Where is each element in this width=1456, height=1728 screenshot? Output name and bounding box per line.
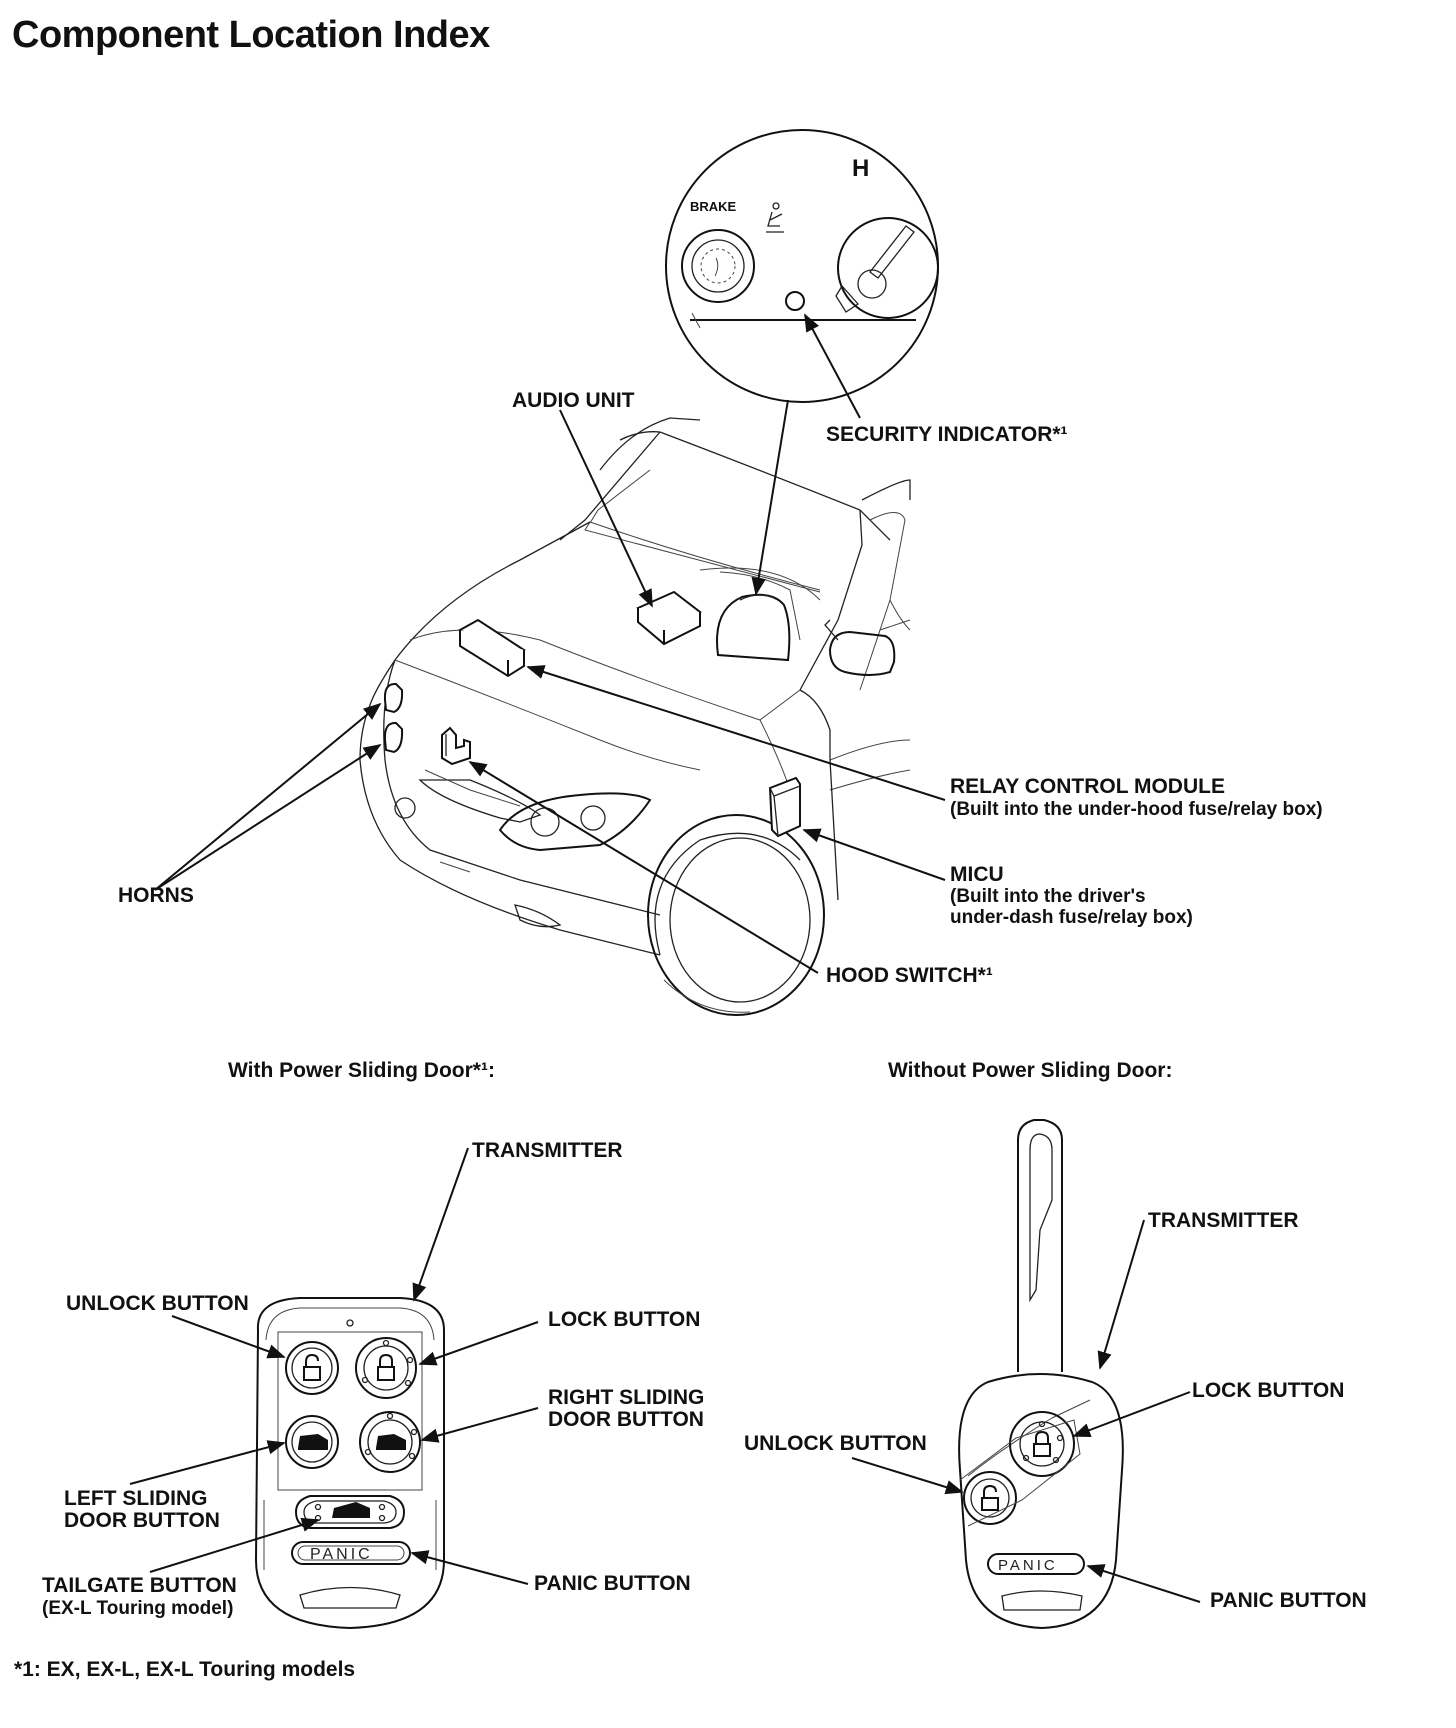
seatbelt-warning-icon bbox=[766, 202, 784, 233]
unlock-button-psd[interactable] bbox=[285, 1341, 339, 1395]
brake-label: BRAKE bbox=[690, 199, 737, 214]
unlock-key-icon bbox=[981, 1484, 999, 1511]
right-sliding-door-label-2: DOOR BUTTON bbox=[548, 1408, 704, 1431]
left-sliding-door-label-2: DOOR BUTTON bbox=[64, 1509, 220, 1532]
micu-note-line1: (Built into the driver's bbox=[950, 886, 1146, 907]
lock-icon bbox=[377, 1353, 395, 1381]
transmitter-psd-label: TRANSMITTER bbox=[472, 1139, 623, 1162]
panic-key-label: PANIC BUTTON bbox=[1210, 1589, 1367, 1612]
horn-arrow-upper bbox=[154, 702, 382, 891]
tailgate-button[interactable] bbox=[294, 1495, 406, 1529]
right-sliding-door-label-1: RIGHT SLIDING bbox=[548, 1386, 704, 1409]
micu-label: MICU bbox=[950, 863, 1004, 886]
unlock-key-label: UNLOCK BUTTON bbox=[744, 1432, 927, 1455]
hood-switch-arrow bbox=[468, 761, 819, 974]
unlock-button-key[interactable] bbox=[963, 1471, 1017, 1525]
tailgate-arrow bbox=[149, 1517, 320, 1573]
security-indicator-arrow bbox=[804, 313, 861, 419]
lock-button-key[interactable] bbox=[1009, 1411, 1075, 1477]
instrument-cluster-hood bbox=[716, 593, 791, 662]
transmitter-with-power-sliding-door: PANIC bbox=[254, 1297, 445, 1630]
van-left-icon bbox=[298, 1434, 328, 1450]
right-sliding-door-button[interactable] bbox=[359, 1411, 421, 1473]
left-sliding-door-label-1: LEFT SLIDING bbox=[64, 1487, 208, 1510]
panic-button-key[interactable]: PANIC bbox=[987, 1553, 1085, 1575]
audio-unit-arrow bbox=[559, 409, 653, 608]
lock-psd-arrow bbox=[418, 1321, 539, 1366]
audio-unit-label: AUDIO UNIT bbox=[512, 389, 635, 412]
transmitter-key: PANIC bbox=[958, 1119, 1124, 1630]
unlock-psd-arrow bbox=[171, 1315, 286, 1359]
horns-label: HORNS bbox=[118, 884, 194, 907]
unlock-icon bbox=[303, 1353, 321, 1381]
panic-text-key: PANIC bbox=[998, 1557, 1058, 1574]
h-letter: H bbox=[852, 155, 869, 182]
side-mirror bbox=[824, 619, 896, 676]
panic-button-psd[interactable]: PANIC bbox=[291, 1541, 411, 1565]
transmitter-psd-arrow bbox=[412, 1147, 469, 1302]
relay-control-module-label: RELAY CONTROL MODULE bbox=[950, 775, 1225, 798]
without-power-sliding-door-heading: Without Power Sliding Door: bbox=[888, 1059, 1172, 1082]
right-gauge-dial bbox=[835, 217, 939, 319]
left-sliding-door-arrow bbox=[129, 1440, 286, 1485]
gauge-cluster-inset: BRAKE H bbox=[665, 129, 939, 403]
panic-psd-label: PANIC BUTTON bbox=[534, 1572, 691, 1595]
micu-arrow bbox=[802, 828, 946, 881]
hood-switch-part bbox=[441, 726, 471, 766]
horn-arrow-lower bbox=[154, 744, 382, 891]
tailgate-icon bbox=[332, 1502, 370, 1518]
hood-switch-label: HOOD SWITCH*¹ bbox=[826, 964, 993, 987]
lock-key-arrow bbox=[1072, 1391, 1191, 1437]
relay-control-module-box bbox=[458, 618, 526, 678]
unlock-psd-label: UNLOCK BUTTON bbox=[66, 1292, 249, 1315]
cluster-arrow bbox=[751, 399, 789, 596]
lock-psd-label: LOCK BUTTON bbox=[548, 1308, 700, 1331]
front-wheel bbox=[647, 814, 825, 1016]
lock-key-icon bbox=[1033, 1430, 1051, 1457]
panic-psd-arrow bbox=[410, 1550, 529, 1585]
lock-key-label: LOCK BUTTON bbox=[1192, 1379, 1344, 1402]
relay-control-module-note: (Built into the under-hood fuse/relay bo… bbox=[950, 799, 1323, 820]
audio-unit-box bbox=[636, 590, 702, 646]
left-sliding-door-button[interactable] bbox=[285, 1415, 339, 1469]
security-indicator-label: SECURITY INDICATOR*¹ bbox=[826, 423, 1068, 446]
van-right-icon bbox=[376, 1434, 406, 1450]
tailgate-note: (EX-L Touring model) bbox=[42, 1598, 233, 1619]
unlock-key-arrow bbox=[851, 1457, 964, 1495]
horn-components bbox=[383, 682, 404, 754]
panic-text-psd: PANIC bbox=[310, 1546, 373, 1563]
footnote: *1: EX, EX-L, EX-L Touring models bbox=[14, 1658, 355, 1681]
relay-control-module-arrow bbox=[526, 665, 946, 801]
vehicle-front-illustration bbox=[359, 417, 911, 1016]
transmitter-key-arrow bbox=[1097, 1219, 1145, 1370]
security-indicator-lamp bbox=[785, 291, 805, 311]
panic-key-arrow bbox=[1086, 1564, 1201, 1603]
page-title: Component Location Index bbox=[12, 14, 490, 56]
transmitter-key-label: TRANSMITTER bbox=[1148, 1209, 1299, 1232]
front-grille bbox=[394, 769, 542, 823]
lock-button-psd[interactable] bbox=[355, 1337, 417, 1399]
micu-note-line2: under-dash fuse/relay box) bbox=[950, 907, 1193, 928]
left-gauge-dial bbox=[681, 229, 755, 303]
tailgate-label: TAILGATE BUTTON bbox=[42, 1574, 237, 1597]
micu-box bbox=[768, 776, 801, 838]
with-power-sliding-door-heading: With Power Sliding Door*¹: bbox=[228, 1059, 495, 1082]
right-sliding-door-arrow bbox=[420, 1407, 539, 1443]
